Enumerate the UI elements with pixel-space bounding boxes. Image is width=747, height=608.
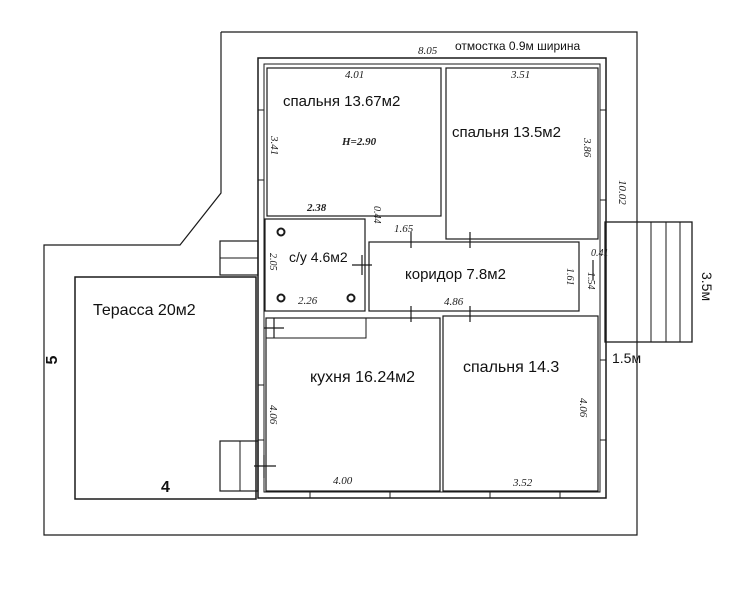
room-kitchen — [265, 317, 441, 492]
room-corridor — [368, 241, 580, 312]
dim-porch-width: 3.5м — [699, 272, 715, 301]
entry-block-bottom — [219, 440, 259, 492]
dim-3-86: 3.86 — [581, 137, 593, 158]
dim-4-06-right: 4.06 — [577, 398, 589, 418]
label-ceiling-height: H=2.90 — [341, 136, 377, 148]
site-boundary — [43, 31, 638, 536]
dim-2-38: 2.38 — [306, 202, 327, 214]
bathroom-fixtures — [276, 227, 356, 303]
dim-3-41: 3.41 — [268, 135, 280, 155]
dim-3-52: 3.52 — [512, 477, 533, 489]
dim-porch-depth: 1.5м — [612, 350, 641, 366]
label-bedroom-3: спальня 14.3 — [463, 359, 559, 376]
dim-0-41: 0.41 — [591, 248, 609, 259]
dim-1-61: 1.61 — [564, 268, 575, 286]
dim-terrace-depth: 5 — [44, 355, 61, 364]
label-corridor: коридор 7.8м2 — [405, 266, 506, 283]
house-outer-wall — [257, 57, 607, 499]
dim-4-06-left: 4.06 — [267, 405, 279, 425]
dim-1-54: 1.54 — [585, 272, 596, 290]
dim-4-01: 4.01 — [345, 69, 364, 81]
label-bathroom: с/у 4.6м2 — [289, 249, 348, 265]
label-bedroom-2: спальня 13.5м2 — [452, 124, 561, 141]
label-bedroom-1: спальня 13.67м2 — [283, 93, 400, 110]
house-inner-wall-line — [263, 63, 601, 493]
window-marks — [258, 109, 606, 498]
dim-3-51: 3.51 — [510, 69, 530, 81]
dim-0-44: 0.44 — [371, 206, 382, 224]
room-bedroom-1 — [266, 67, 442, 217]
room-bedroom-2 — [445, 67, 599, 240]
dim-4-86: 4.86 — [444, 296, 464, 308]
otmostka-note: отмостка 0.9м ширина — [455, 39, 580, 53]
terrace — [74, 276, 257, 500]
dim-total-width: 8.05 — [418, 45, 438, 57]
dim-4-00: 4.00 — [333, 475, 353, 487]
dim-terrace-width: 4 — [161, 479, 170, 496]
door-marks — [254, 232, 594, 478]
dim-1-65: 1.65 — [394, 223, 414, 235]
dim-10-02: 10.02 — [616, 180, 628, 205]
porch — [604, 221, 693, 343]
label-terrace: Терасса 20м2 — [93, 302, 196, 319]
dim-2-05: 2.05 — [267, 253, 278, 271]
room-bedroom-3 — [442, 315, 599, 492]
label-kitchen: кухня 16.24м2 — [310, 369, 415, 386]
dim-2-26: 2.26 — [298, 295, 318, 307]
